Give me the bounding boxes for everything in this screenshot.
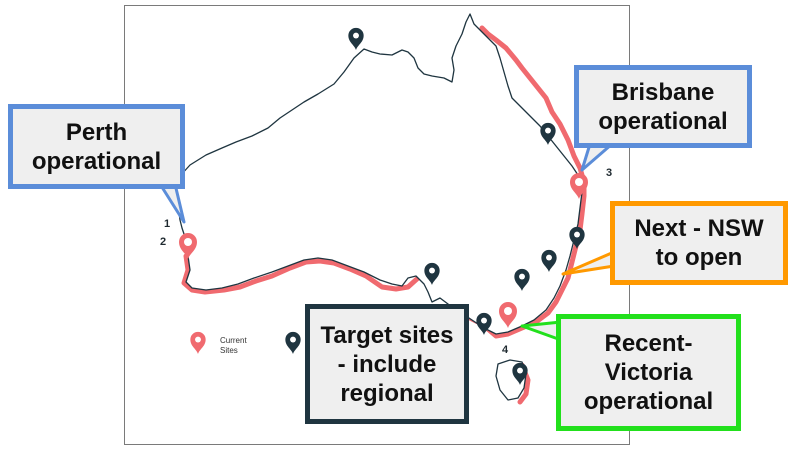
australia-outline <box>175 13 583 335</box>
current-site-pin-icon-perth[interactable] <box>179 233 197 259</box>
legend-target-site-pin-icon <box>285 331 301 354</box>
target-site-pin-icon-2[interactable] <box>540 122 556 145</box>
victoria-callout: Recent- Victoria operational <box>556 314 741 431</box>
target-site-pin-icon-6[interactable] <box>424 262 440 285</box>
site-number-1: 1 <box>164 218 171 230</box>
target-site-pin-icon-1[interactable] <box>348 27 364 50</box>
nsw-callout: Next - NSW to open <box>610 201 788 285</box>
site-number-2: 2 <box>160 236 167 248</box>
current-sites <box>179 173 588 354</box>
target-site-pin-icon-4[interactable] <box>541 249 557 272</box>
legend-current-sites-label: Current Sites <box>220 336 247 355</box>
site-number-4: 4 <box>502 344 509 356</box>
target-site-pin-icon-5[interactable] <box>514 268 530 291</box>
target-site-pin-icon-8[interactable] <box>512 362 528 385</box>
target-site-pin-icon-3[interactable] <box>569 226 585 249</box>
target-sites <box>285 27 585 385</box>
brisbane-callout: Brisbane operational <box>574 65 752 148</box>
site-number-3: 3 <box>606 167 613 179</box>
legend-current-site-pin-icon <box>190 331 206 354</box>
target-site-pin-icon-7[interactable] <box>476 312 492 335</box>
current-site-pin-icon-victoria[interactable] <box>499 302 517 328</box>
target-sites-callout: Target sites - include regional <box>305 304 469 424</box>
current-site-pin-icon-brisbane[interactable] <box>570 173 588 199</box>
perth-callout: Perth operational <box>8 104 185 189</box>
